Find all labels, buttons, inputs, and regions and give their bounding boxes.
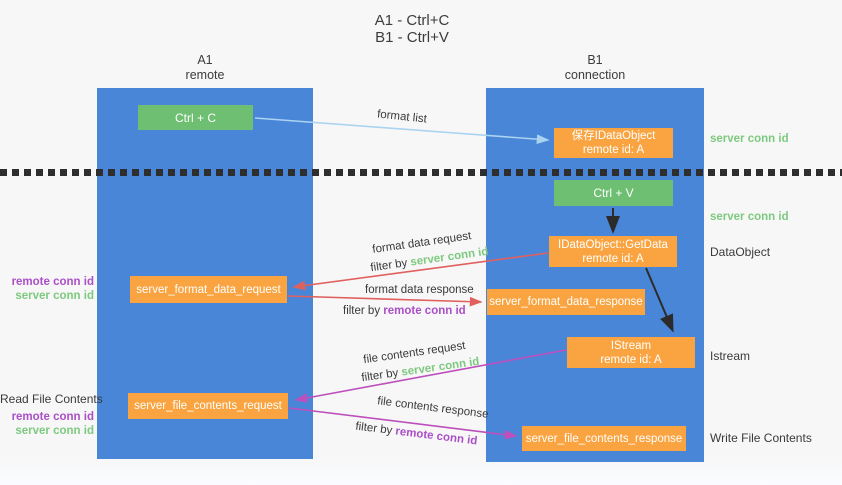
ctrl-v-action-box: Ctrl + V: [554, 180, 673, 206]
format-request-label: server_format_data_request: [136, 283, 281, 296]
server-file-contents-request-box: server_file_contents_request: [128, 393, 288, 419]
read-file-contents-label: Read File Contents: [0, 392, 103, 406]
getdata-line1: IDataObject::GetData: [558, 238, 668, 251]
istream-line2: remote id: A: [600, 353, 662, 366]
format-data-response-label: format data response: [365, 284, 474, 296]
ctrl-v-label: Ctrl + V: [593, 186, 634, 200]
write-file-contents-label: Write File Contents: [710, 431, 812, 445]
lifeline-b1-name: B1: [587, 53, 603, 67]
server-format-data-request-box: server_format_data_request: [130, 276, 287, 303]
dataobject-label: DataObject: [710, 245, 771, 259]
left-remote-conn-id-label-2: remote conn id: [11, 411, 94, 423]
save-dataobject-line1: 保存IDataObject: [571, 130, 656, 142]
lifeline-header-b1: B1 connection: [486, 53, 704, 83]
remote-conn-id-text: remote conn id: [394, 425, 478, 448]
left-server-conn-id-label-2: server conn id: [15, 425, 94, 437]
format-list-label: format list: [376, 108, 428, 126]
ctrl-c-label: Ctrl + C: [174, 110, 216, 125]
format-data-response-arrow: [287, 295, 483, 307]
title-line-2: B1 - Ctrl+V: [375, 29, 449, 46]
format-response-label: server_format_data_response: [489, 296, 643, 308]
left-remote-conn-id-label-1: remote conn id: [11, 276, 94, 288]
file-response-label: server_file_contents_response: [525, 432, 683, 445]
server-conn-id-text: server conn id: [409, 245, 490, 269]
istream-side-label: Istream: [710, 349, 751, 363]
lifeline-a1-name: A1: [197, 53, 213, 67]
title-line-1: A1 - Ctrl+C: [374, 12, 450, 29]
right-server-conn-id-label-1: server conn id: [710, 133, 789, 145]
phase-divider-dotted-line: [0, 169, 842, 176]
file-request-label: server_file_contents_request: [134, 400, 282, 412]
server-format-data-response-box: server_format_data_response: [487, 289, 645, 315]
remote-conn-id-text: remote conn id: [383, 305, 466, 317]
istream-box: IStream remote id: A: [567, 337, 695, 368]
filter-by-remote-conn-id-label-1: filter by remote conn id: [343, 305, 466, 317]
getdata-line2: remote id: A: [582, 252, 644, 265]
server-file-contents-response-box: server_file_contents_response: [522, 426, 686, 451]
left-server-conn-id-label-1: server conn id: [15, 290, 94, 302]
lifeline-a1-role: remote: [185, 68, 225, 82]
ctrl-c-action-box: Ctrl + C: [138, 105, 253, 130]
file-contents-response-label: file contents response: [376, 395, 490, 421]
filter-by-text: filter by: [369, 256, 412, 275]
filter-by-remote-conn-id-label-2: filter by remote conn id: [355, 421, 478, 448]
istream-line1: IStream: [610, 339, 652, 352]
idataobject-getdata-box: IDataObject::GetData remote id: A: [549, 236, 677, 267]
lifeline-header-a1: A1 remote: [97, 53, 313, 83]
diagram-title: A1 - Ctrl+C B1 - Ctrl+V: [312, 12, 512, 46]
filter-by-text: filter by: [354, 420, 397, 438]
right-server-conn-id-label-2: server conn id: [710, 211, 789, 223]
save-dataobject-box: 保存IDataObject remote id: A: [554, 128, 673, 158]
filter-by-text: filter by: [360, 366, 403, 385]
lifeline-b1-role: connection: [564, 68, 626, 82]
save-dataobject-line2: remote id: A: [582, 144, 645, 156]
filter-by-text: filter by: [343, 305, 384, 317]
